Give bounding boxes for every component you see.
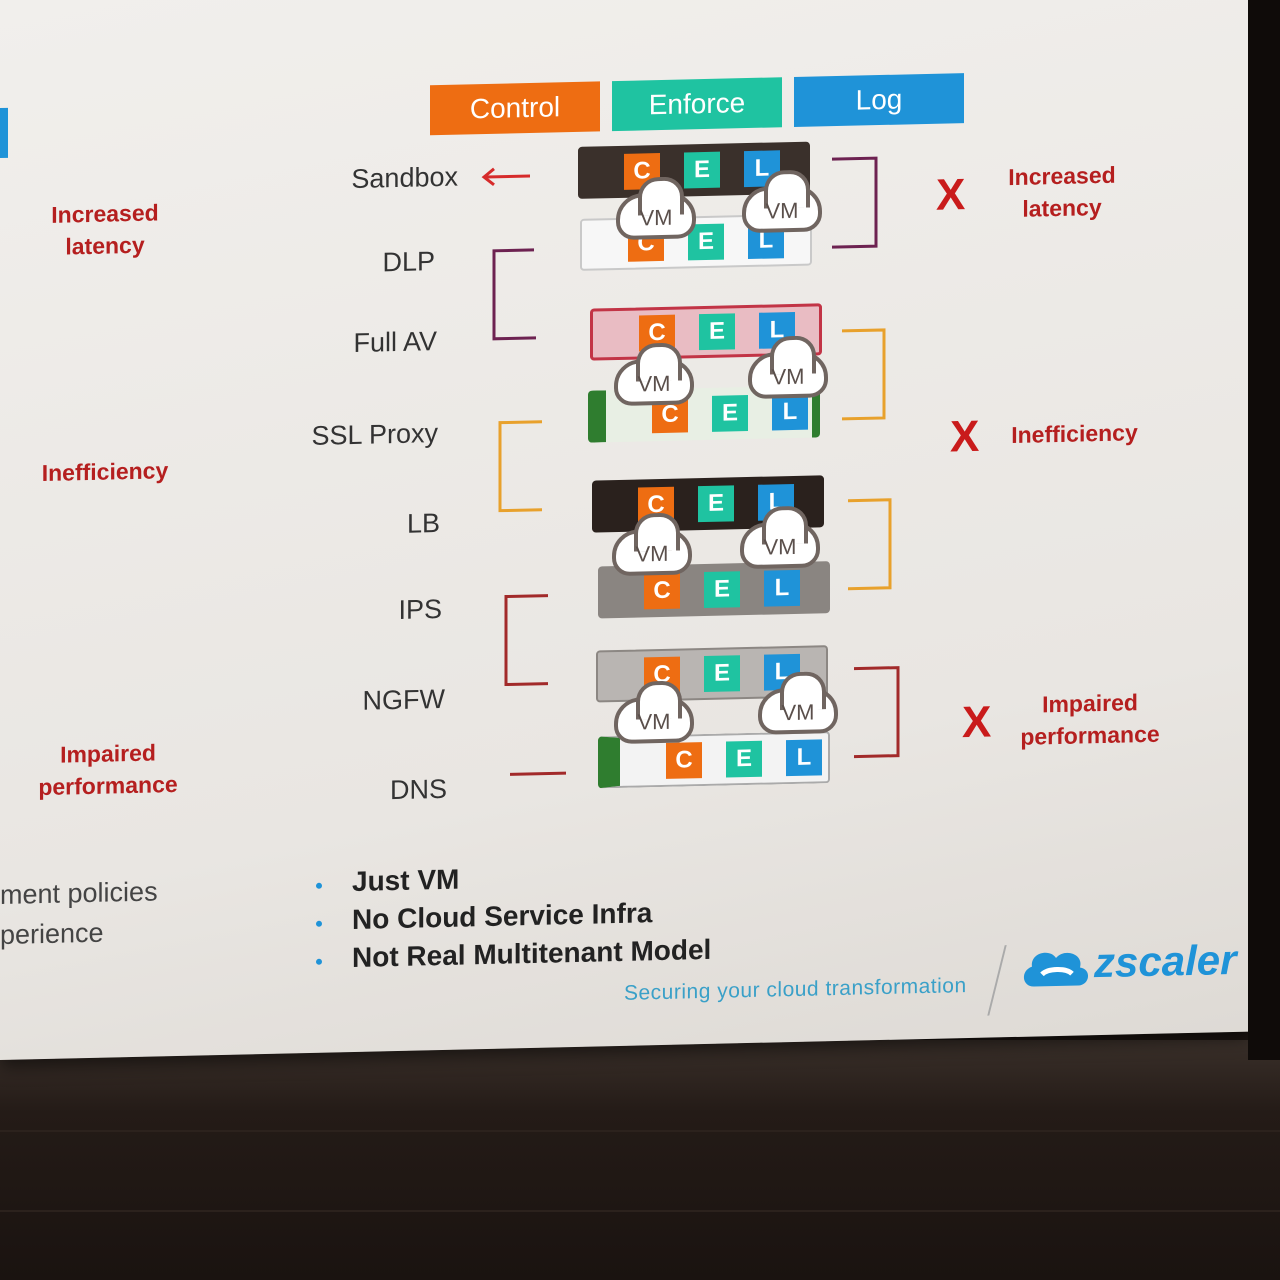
x-mark-icon: X [950,412,979,463]
chip-enforce: E [699,313,735,350]
vm-cloud-icon: VM [612,528,692,576]
bullet-just-vm: Just VM [352,864,459,898]
x-mark-icon: X [936,170,965,221]
vm-cloud-icon: VM [614,696,694,744]
label-ssl-proxy: SSL Proxy [238,418,438,454]
label-full-av: Full AV [237,326,437,362]
label-ngfw: NGFW [245,684,445,720]
left-issue-inefficiency: Inefficiency [30,454,180,489]
footer-divider [987,945,1006,1015]
label-ips: IPS [242,594,442,630]
chip-log: L [786,739,822,776]
legend-control: Control [430,81,600,135]
left-text-line2: perience [0,918,104,951]
bullet-not-multitenant: Not Real Multitenant Model [352,934,711,974]
chip-enforce: E [726,741,762,778]
vm-cloud-icon: VM [748,351,828,399]
vm-cloud-icon: VM [740,521,820,569]
vm-cloud-icon: VM [616,192,696,240]
screen-frame-edge [1248,0,1280,1060]
chip-control: C [644,573,680,610]
bullet-dot [316,959,322,965]
chip-log: L [772,394,808,431]
label-sandbox: Sandbox [258,162,458,198]
vm-cloud-icon: VM [614,358,694,406]
label-lb: LB [240,508,440,544]
footer-tagline: Securing your cloud transformation [624,974,967,1006]
chip-enforce: E [712,395,748,432]
brand-logo: zscaler [1094,936,1236,987]
issue-inefficiency: Inefficiency [1002,416,1147,451]
zscaler-cloud-logo-icon [1020,945,1092,991]
chip-enforce: E [698,485,734,522]
left-text-line1: ment policies [0,876,158,911]
bullet-no-cloud-infra: No Cloud Service Infra [352,897,652,936]
chip-enforce: E [704,655,740,692]
legend-log: Log [794,73,964,127]
chip-enforce: E [684,152,720,189]
label-dlp: DLP [235,246,435,282]
auditorium-wall [0,1040,1280,1280]
chip-enforce: E [704,571,740,608]
chip-control: C [666,742,702,779]
vm-cloud-icon: VM [758,687,838,735]
legend-enforce: Enforce [612,77,782,131]
x-mark-icon: X [962,698,991,749]
label-dns: DNS [247,774,447,810]
bullet-dot [316,921,322,927]
chip-log: L [764,570,800,607]
vm-cloud-icon: VM [742,185,822,233]
bullet-dot [316,883,322,889]
cut-off-legend-box [0,108,8,158]
